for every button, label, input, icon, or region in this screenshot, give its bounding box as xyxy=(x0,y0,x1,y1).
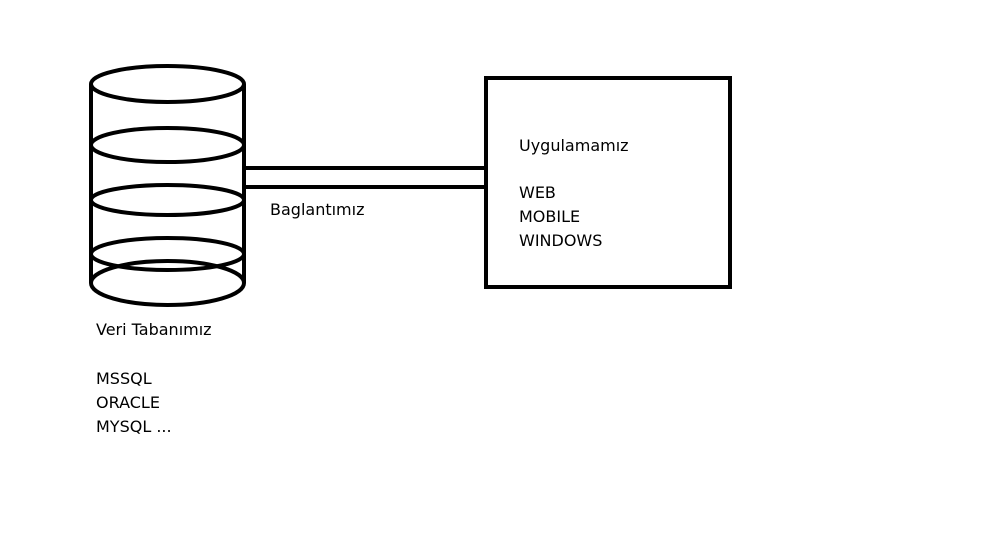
application-box xyxy=(484,76,732,289)
application-item-mobile: MOBILE xyxy=(519,207,581,226)
application-item-windows: WINDOWS xyxy=(519,231,603,250)
cylinder-ring-4 xyxy=(89,236,246,272)
database-item-mssql: MSSQL xyxy=(96,369,152,388)
connection-label: Baglantımız xyxy=(270,200,365,219)
application-title: Uygulamamız xyxy=(519,136,629,155)
connection-line xyxy=(244,166,486,189)
database-items: MSSQL ORACLE MYSQL ... xyxy=(96,367,172,439)
application-items: WEB MOBILE WINDOWS xyxy=(519,181,602,253)
cylinder-ring-2 xyxy=(89,126,246,164)
database-title: Veri Tabanımız xyxy=(96,320,212,339)
cylinder-top-ring xyxy=(89,64,246,104)
cylinder-bottom-ring xyxy=(89,259,246,307)
database-item-mysql: MYSQL ... xyxy=(96,417,172,436)
application-item-web: WEB xyxy=(519,183,556,202)
database-cylinder-icon xyxy=(89,64,246,307)
cylinder-ring-3 xyxy=(89,183,246,217)
database-item-oracle: ORACLE xyxy=(96,393,160,412)
